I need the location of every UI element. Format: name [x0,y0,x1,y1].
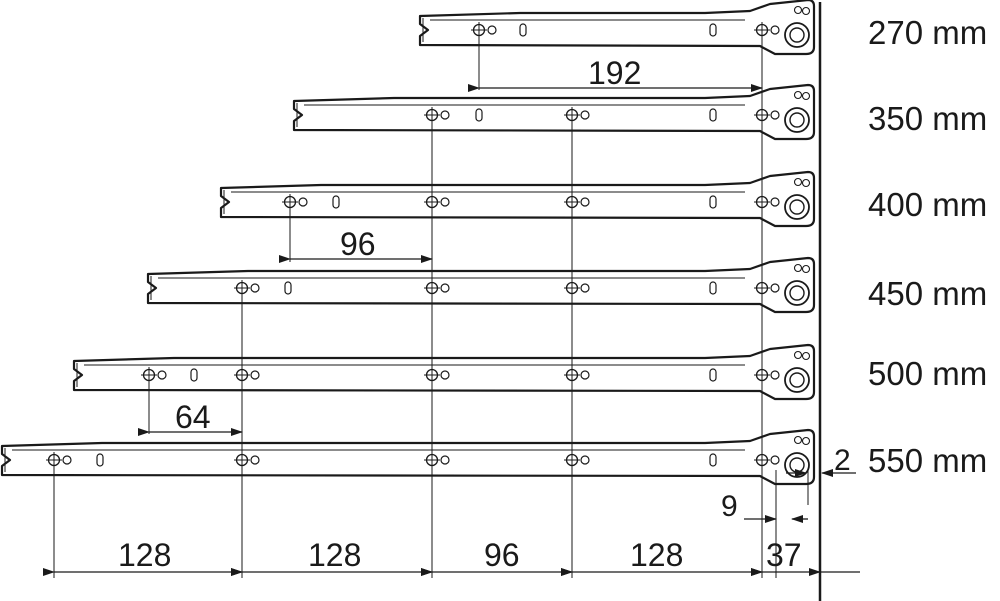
slot-hole [709,23,717,37]
small-hole [770,25,780,35]
slot-hole [709,195,717,209]
roller-wheel-hub [789,199,805,215]
runner-outline [0,428,816,486]
runner-outline [292,83,816,141]
length-label-270: 270 mm [868,14,987,51]
length-label-400: 400 mm [868,186,987,223]
runner-outline [418,0,816,56]
small-hole [440,283,450,293]
runner-2 [219,170,816,228]
small-hole [250,370,260,380]
tiny-hole [793,90,803,100]
dim-label-9: 9 [721,490,738,523]
dimension-lines [43,84,860,576]
slot-hole [190,368,198,382]
tiny-hole [793,177,803,187]
roller-wheel-hub [789,27,805,43]
small-hole [770,370,780,380]
small-hole [440,197,450,207]
roller-wheel-hub [789,457,805,473]
tiny-hole [801,6,811,16]
slot-hole [709,368,717,382]
dim-label-96-bottom: 96 [484,537,520,573]
length-labels: 270 mm 350 mm 400 mm 450 mm 500 mm 550 m… [868,14,987,479]
length-label-450: 450 mm [868,275,987,312]
dim-label-37: 37 [766,537,802,573]
tiny-hole [793,263,803,273]
small-hole [580,110,590,120]
small-hole [770,455,780,465]
small-hole [770,110,780,120]
small-hole [157,370,167,380]
dim-label-64: 64 [175,399,211,435]
tiny-hole [793,350,803,360]
length-label-500: 500 mm [868,355,987,392]
dim-label-96-mid: 96 [340,226,376,262]
tiny-hole [801,178,811,188]
small-hole [440,110,450,120]
slot-hole [332,195,340,209]
dim-label-128-c: 128 [630,537,683,573]
runner-4 [72,343,816,401]
runner-outline [146,256,816,314]
small-hole [62,455,72,465]
drawer-runners [0,0,816,486]
runner-outline [72,343,816,401]
slot-hole [475,108,483,122]
dim-label-128-b: 128 [308,537,361,573]
small-hole [487,25,497,35]
slot-hole [519,23,527,37]
small-hole [250,455,260,465]
slot-hole [96,453,104,467]
runner-5 [0,428,816,486]
dimension-labels: 192 96 64 128 128 96 128 37 9 2 [118,55,851,573]
slot-hole [709,108,717,122]
small-hole [770,283,780,293]
slot-hole [709,453,717,467]
roller-wheel-hub [789,372,805,388]
runner-outline [219,170,816,228]
tiny-hole [793,435,803,445]
small-hole [298,197,308,207]
small-hole [580,455,590,465]
small-hole [770,197,780,207]
dim-label-128-a: 128 [118,537,171,573]
length-label-350: 350 mm [868,100,987,137]
length-label-550: 550 mm [868,442,987,479]
small-hole [250,283,260,293]
runner-0 [418,0,816,56]
slot-hole [709,281,717,295]
tiny-hole [801,91,811,101]
tiny-hole [793,5,803,15]
small-hole [440,455,450,465]
tiny-hole [801,436,811,446]
roller-wheel-hub [789,285,805,301]
runner-1 [292,83,816,141]
tiny-hole [801,351,811,361]
slot-hole [284,281,292,295]
small-hole [580,197,590,207]
small-hole [440,370,450,380]
small-hole [580,283,590,293]
runner-3 [146,256,816,314]
dim-label-192: 192 [588,55,641,91]
roller-wheel-hub [789,112,805,128]
dim-label-2: 2 [834,444,851,477]
small-hole [580,370,590,380]
tiny-hole [801,264,811,274]
